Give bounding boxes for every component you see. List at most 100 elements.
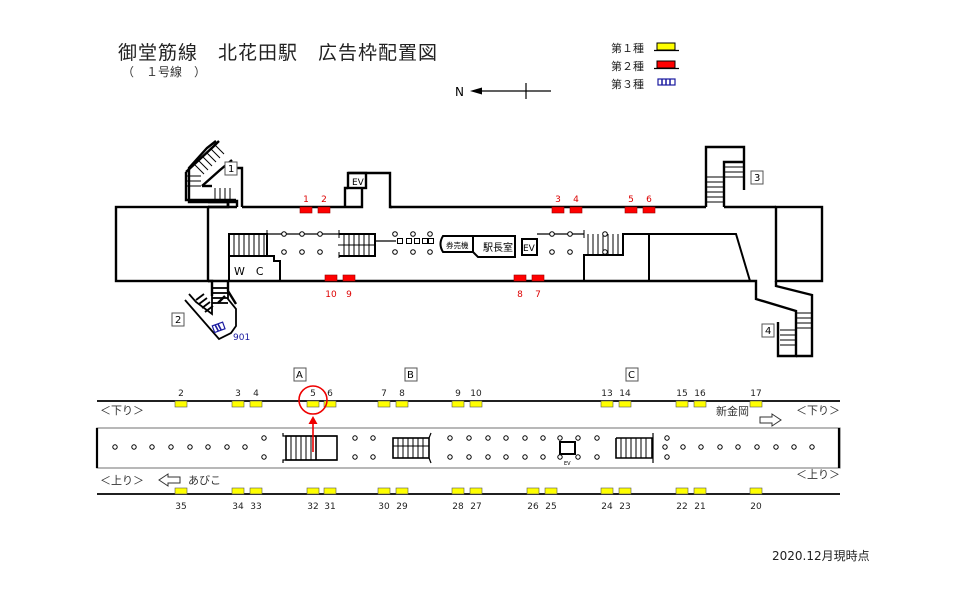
ad-slot-21[interactable]: 21 xyxy=(693,487,707,512)
pillar xyxy=(540,454,546,460)
ad-number: 28 xyxy=(452,502,464,512)
pillar xyxy=(466,435,472,441)
ad-slot-15[interactable]: 15 xyxy=(675,389,689,408)
ev-label: EV xyxy=(352,178,365,188)
ad-slot-8[interactable]: 8 xyxy=(395,389,409,408)
ad-slot-7[interactable]: 7 xyxy=(531,274,545,300)
ad-number: 5 xyxy=(310,389,316,399)
pillar xyxy=(602,231,608,237)
ad-slot-33[interactable]: 33 xyxy=(249,487,263,512)
pillar xyxy=(575,454,581,460)
ad-slot-17[interactable]: 17 xyxy=(749,389,763,408)
ticket-machine-label: 券売機 xyxy=(446,240,469,250)
ad-slot-5[interactable]: 5 xyxy=(306,389,320,408)
ticket-gate xyxy=(414,238,420,244)
ad-slot-27[interactable]: 27 xyxy=(469,487,483,512)
down-destination: 新金岡 xyxy=(716,404,749,418)
pillar xyxy=(112,444,118,450)
ad-slot-10[interactable]: 10 xyxy=(469,389,483,408)
ad-slot-32[interactable]: 32 xyxy=(306,487,320,512)
exit-4-label: 4 xyxy=(765,326,771,337)
legend-label: 第１種 xyxy=(611,42,644,55)
arrow-up-icon xyxy=(308,416,318,424)
ad-slot-25[interactable]: 25 xyxy=(544,487,558,512)
ad-number: 8 xyxy=(399,389,405,399)
pillar xyxy=(187,444,193,450)
platform-exit-c: C xyxy=(628,370,635,381)
ad-slot-13[interactable]: 13 xyxy=(600,389,614,408)
ad-number: 7 xyxy=(535,290,541,300)
ad-number: 20 xyxy=(750,502,762,512)
platform-pillars xyxy=(112,435,815,460)
ad-slot-6[interactable]: 6 xyxy=(642,195,656,214)
ad-slot-901[interactable]: 901 xyxy=(211,321,250,343)
platform-exit-b: B xyxy=(407,370,414,381)
ad-slot-35[interactable]: 35 xyxy=(174,487,188,512)
pillar xyxy=(680,444,686,450)
pillar xyxy=(485,435,491,441)
arrow-right-icon xyxy=(759,413,782,427)
ad-slot-4[interactable]: 4 xyxy=(249,389,263,408)
exit-4-stairs xyxy=(780,312,812,346)
legend-item-type-2: 第２種 xyxy=(611,58,655,73)
pillar xyxy=(602,249,608,255)
ticket-gate xyxy=(397,238,403,244)
ad-slot-10[interactable]: 10 xyxy=(324,274,338,300)
ad-number: 6 xyxy=(327,389,333,399)
ad-slot-20[interactable]: 20 xyxy=(749,487,763,512)
ad-slot-34[interactable]: 34 xyxy=(231,487,245,512)
pillar xyxy=(370,454,376,460)
ticket-gate xyxy=(428,238,434,244)
ad-slot-29[interactable]: 29 xyxy=(395,487,409,512)
pillar xyxy=(567,249,573,255)
ad-number: 32 xyxy=(307,502,318,512)
ad-slot-4[interactable]: 4 xyxy=(569,195,583,214)
ad-slot-3[interactable]: 3 xyxy=(551,195,565,214)
ad-number: 10 xyxy=(325,290,337,300)
pillar xyxy=(735,444,741,450)
ad-slot-24[interactable]: 24 xyxy=(600,487,614,512)
ad-slot-3[interactable]: 3 xyxy=(231,389,245,408)
ad-slot-2[interactable]: 2 xyxy=(317,195,331,214)
ad-number: 4 xyxy=(573,195,579,205)
ad-slot-1[interactable]: 1 xyxy=(299,195,313,214)
pillar xyxy=(557,435,563,441)
pillar xyxy=(522,454,528,460)
legend-label: 第３種 xyxy=(611,78,644,91)
ad-slot-23[interactable]: 23 xyxy=(618,487,632,512)
ad-slot-31[interactable]: 31 xyxy=(323,487,337,512)
ad-number: 17 xyxy=(750,389,761,399)
pillar xyxy=(224,444,230,450)
ad-slot-8[interactable]: 8 xyxy=(513,274,527,300)
ad-slot-30[interactable]: 30 xyxy=(377,487,391,512)
ad-slot-14[interactable]: 14 xyxy=(618,389,632,408)
pillar xyxy=(485,454,491,460)
pillar xyxy=(567,231,573,237)
ad-number: 16 xyxy=(694,389,706,399)
ad-slot-6[interactable]: 6 xyxy=(323,389,337,408)
ad-slot-9[interactable]: 9 xyxy=(451,389,465,408)
ad-slot-22[interactable]: 22 xyxy=(675,487,689,512)
compass-label: N xyxy=(455,85,464,99)
pillar xyxy=(754,444,760,450)
ad-slot-2[interactable]: 2 xyxy=(174,389,188,408)
highlight-marker xyxy=(298,385,328,452)
ad-number: 6 xyxy=(646,195,652,205)
legend-swatch-type-2 xyxy=(654,60,679,70)
ad-slot-26[interactable]: 26 xyxy=(526,487,540,512)
ad-number: 23 xyxy=(619,502,630,512)
concourse-interior xyxy=(228,233,751,282)
pillar xyxy=(698,444,704,450)
platform-ev-label: EV xyxy=(564,461,571,467)
ad-number: 2 xyxy=(321,195,327,205)
legend-swatch-type-3 xyxy=(657,78,676,86)
ad-slot-28[interactable]: 28 xyxy=(451,487,465,512)
pillar xyxy=(427,231,433,237)
ad-slot-5[interactable]: 5 xyxy=(624,195,638,214)
ad-slot-9[interactable]: 9 xyxy=(342,274,356,300)
concourse-pillars xyxy=(281,231,608,255)
ad-slot-7[interactable]: 7 xyxy=(377,389,391,408)
line-subtitle: （ １号線 ） xyxy=(122,65,207,79)
ad-slot-16[interactable]: 16 xyxy=(693,389,707,408)
